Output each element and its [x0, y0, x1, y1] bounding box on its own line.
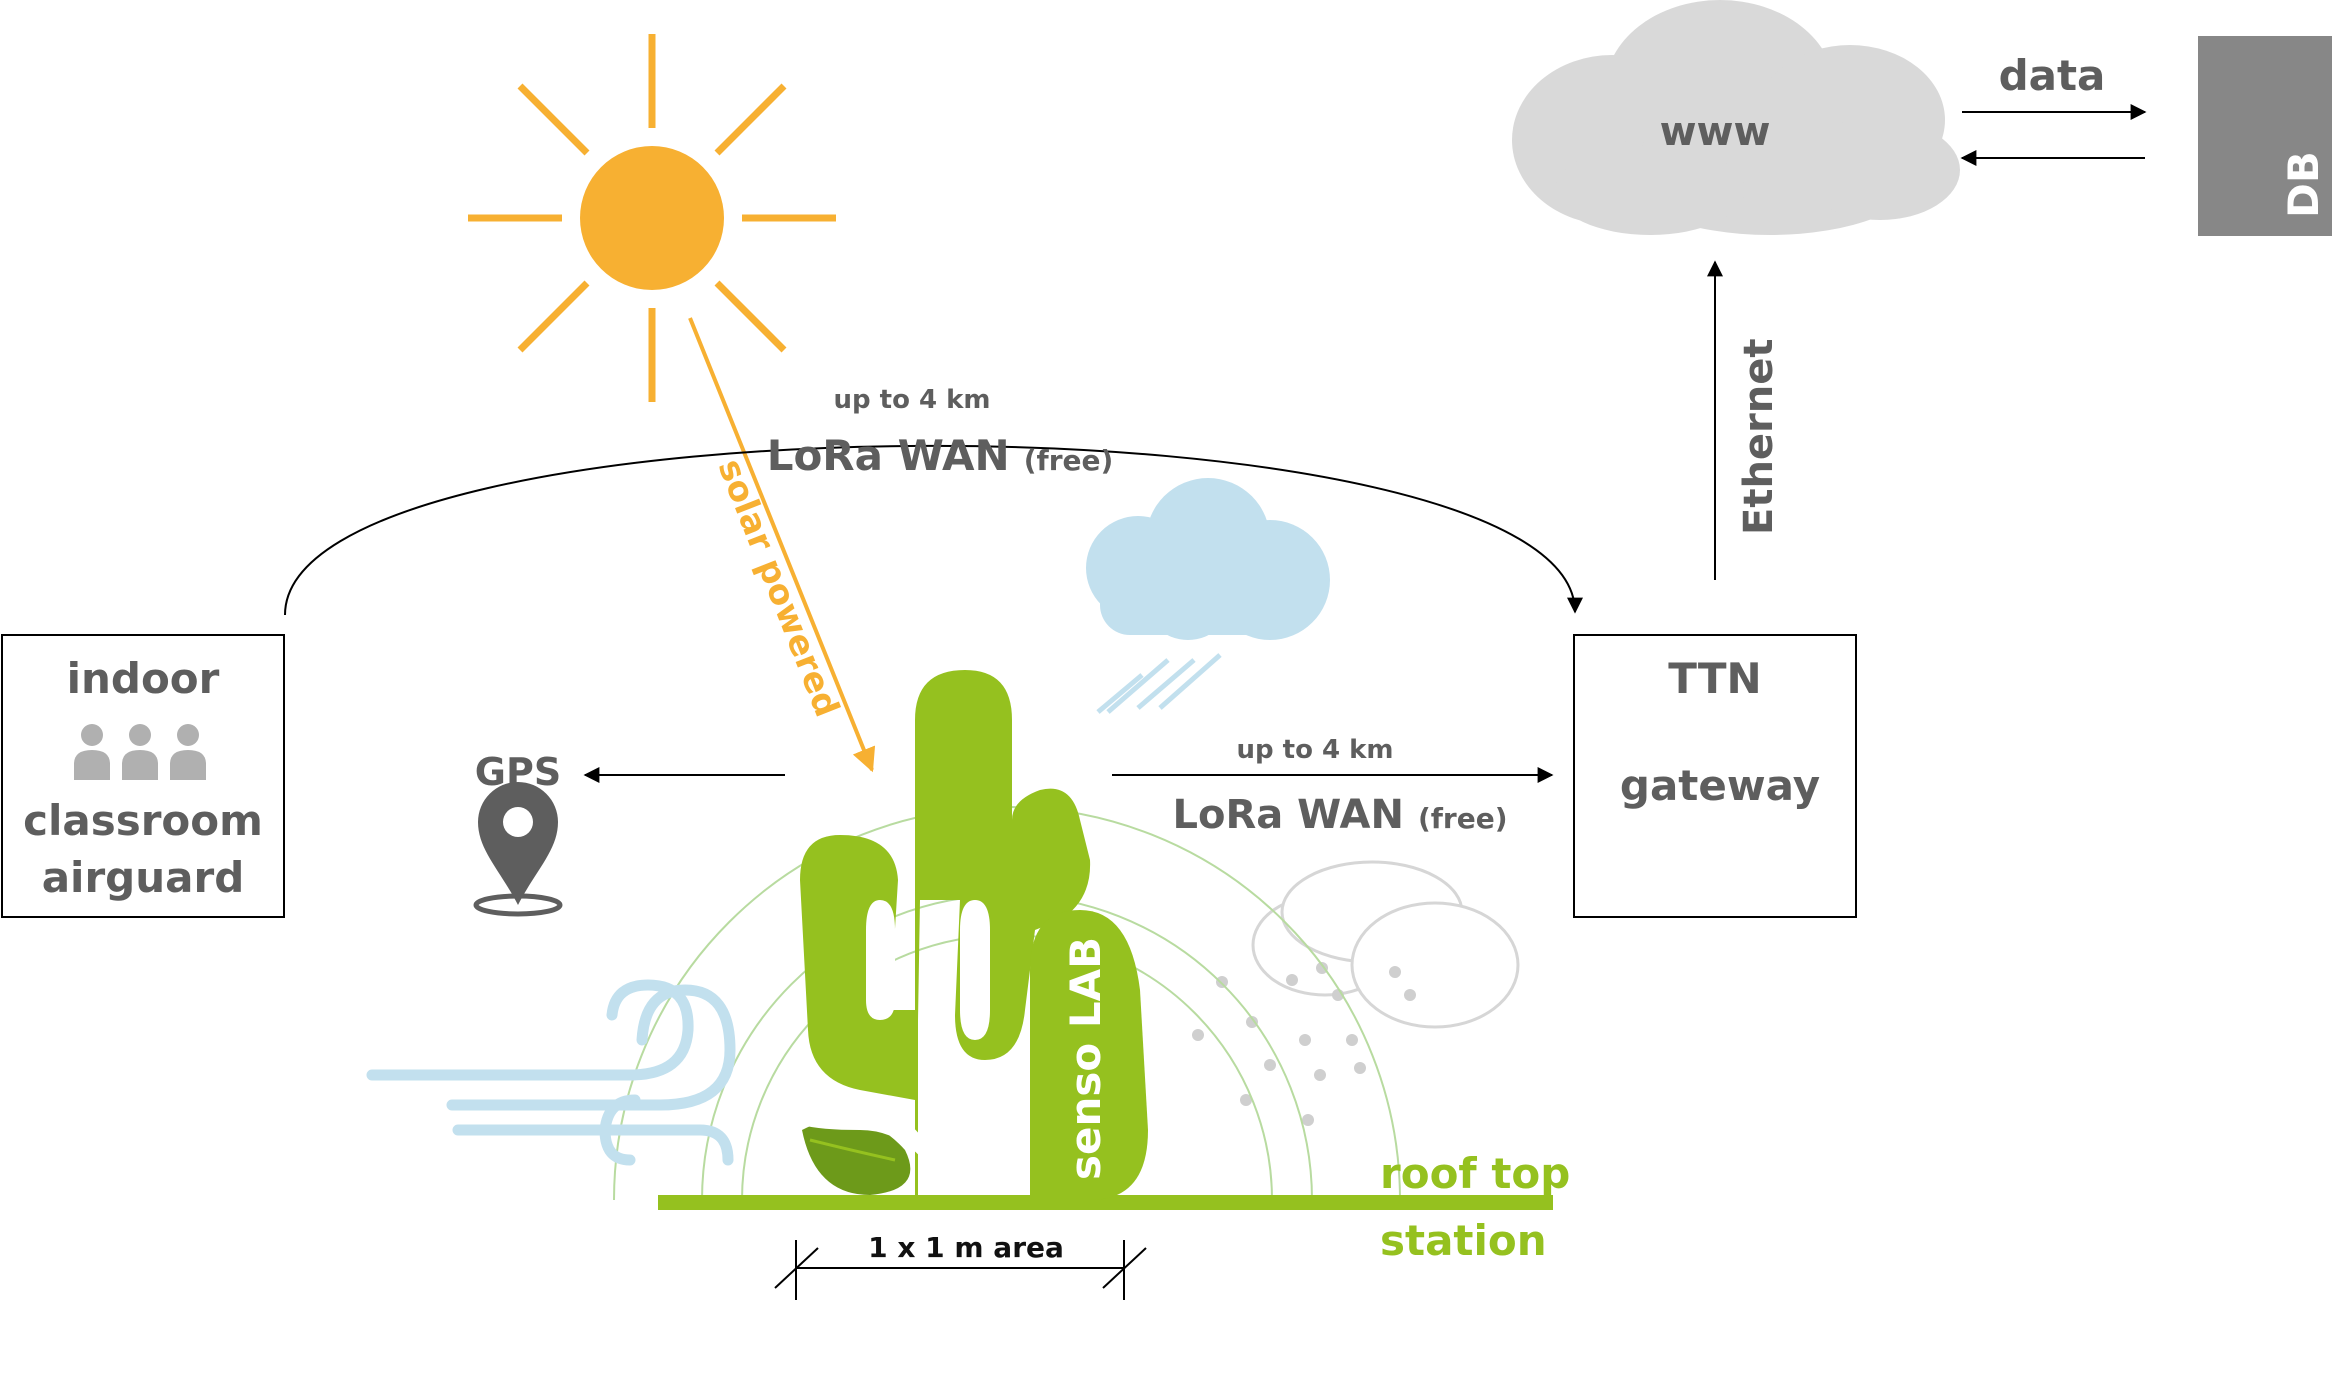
lora-top-label: LoRa WAN (free)	[767, 431, 1114, 480]
solar-ray-arrow	[688, 317, 876, 773]
indoor-title: indoor	[67, 654, 220, 703]
www-label: www	[1660, 109, 1771, 155]
area-dimension	[774, 1240, 1147, 1300]
indoor-line2: airguard	[42, 853, 245, 902]
lora-top-note: (free)	[1024, 444, 1114, 477]
cactus-station-icon: senso LAB	[800, 670, 1148, 1200]
lora-mid-name: LoRa WAN	[1172, 792, 1403, 838]
people-icon	[74, 724, 206, 780]
solar-powered-label: solar powered	[710, 454, 847, 723]
lora-arc-arrow	[284, 444, 1583, 616]
lora-mid-distance: up to 4 km	[1236, 735, 1393, 765]
db-label: DB	[2279, 151, 2328, 218]
db-box: DB	[2198, 36, 2332, 236]
sun-icon	[468, 34, 836, 402]
lora-mid-note: (free)	[1418, 802, 1508, 835]
gateway-subtitle: gateway	[1620, 761, 1820, 810]
indoor-line1: classroom	[23, 796, 263, 845]
ethernet-label: Ethernet	[1736, 338, 1782, 535]
station-line2: station	[1380, 1216, 1547, 1265]
rain-cloud-icon	[1086, 478, 1330, 714]
station-line1: roof top	[1380, 1149, 1570, 1198]
www-cloud-icon	[1512, 0, 1960, 235]
gateway-title: TTN	[1668, 654, 1761, 703]
gps-pin-icon	[473, 782, 563, 917]
lora-top-distance: up to 4 km	[833, 385, 990, 415]
area-label: 1 x 1 m area	[868, 1231, 1064, 1264]
lora-top-name: LoRa WAN	[767, 431, 1010, 480]
indoor-box: indoor classroom airguard	[1, 634, 285, 918]
station-brand: senso LAB	[1061, 937, 1110, 1180]
dust-cloud-icon	[1192, 860, 1520, 1126]
roof-ground-line	[658, 1195, 1553, 1210]
data-label: data	[1999, 51, 2106, 100]
lora-mid-label: LoRa WAN (free)	[1172, 792, 1507, 838]
gateway-box: TTN gateway	[1573, 634, 1857, 918]
wind-icon	[366, 979, 736, 1166]
